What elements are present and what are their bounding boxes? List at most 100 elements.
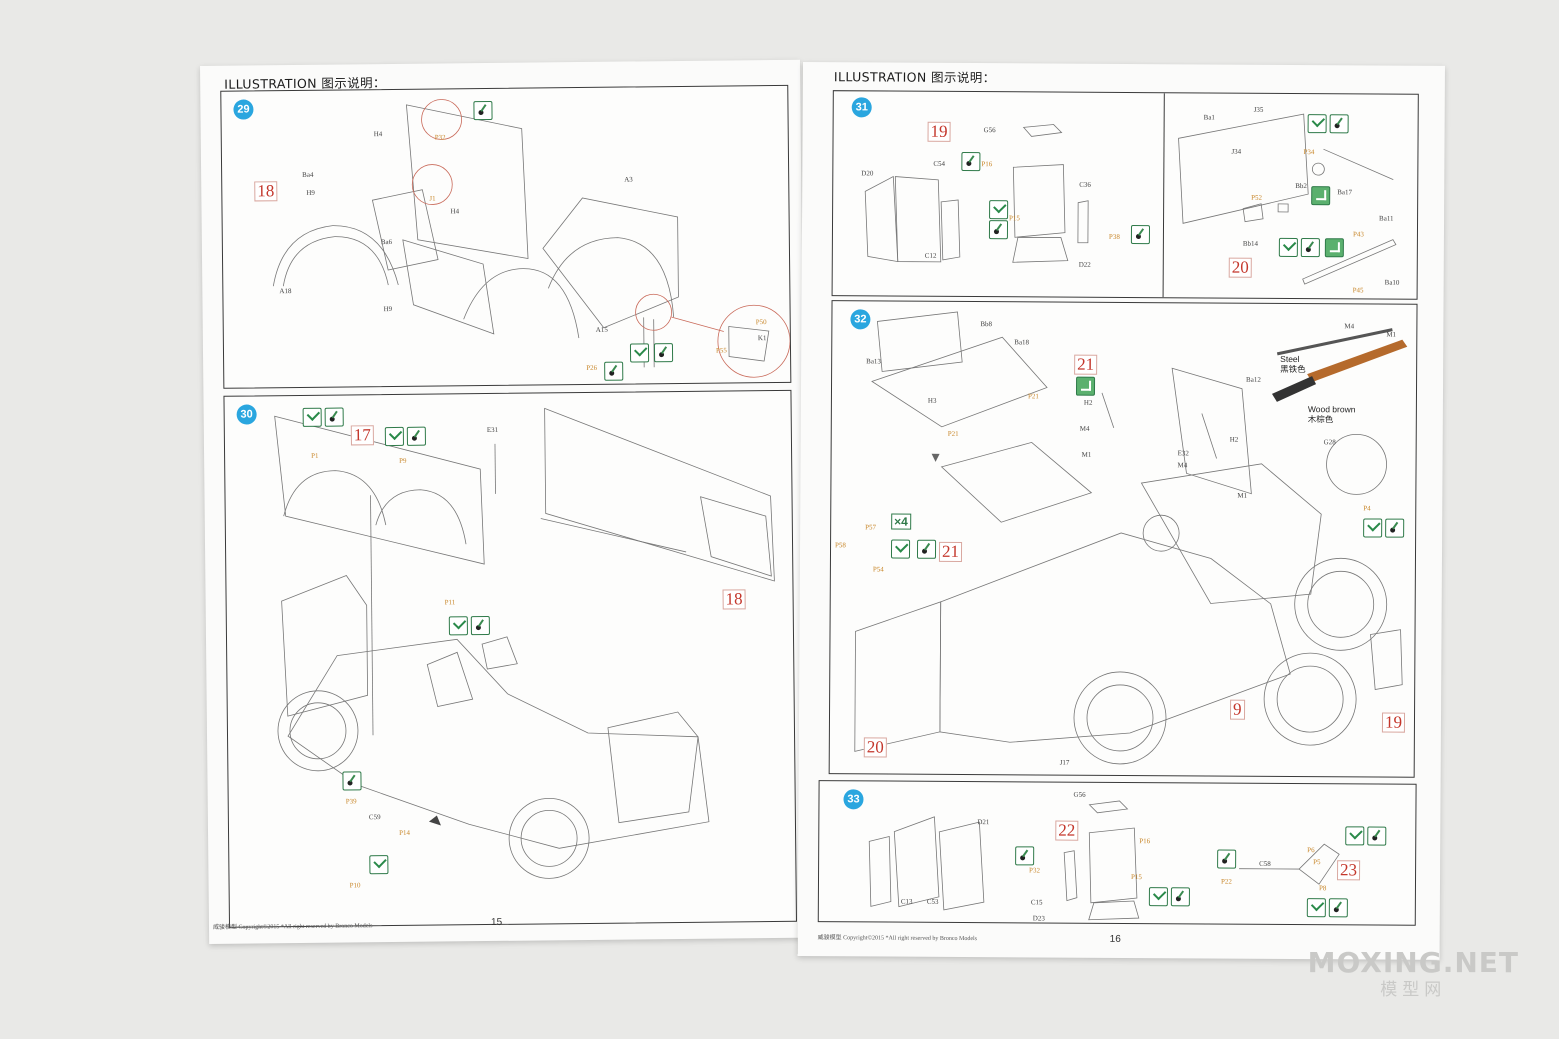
- glue-icon: [1307, 114, 1327, 134]
- part-label: P57: [865, 523, 877, 532]
- part-label: Bb14: [1242, 239, 1259, 248]
- part-label: P15: [1131, 873, 1142, 882]
- glue-icon: [989, 200, 1009, 220]
- glue-icon: [302, 407, 322, 427]
- part-label: H3: [927, 396, 937, 405]
- part-label: A15: [595, 325, 608, 334]
- step-number-badge: 31: [851, 97, 872, 118]
- page-reference: 17: [350, 425, 374, 446]
- paint-icon: [1300, 238, 1320, 258]
- paint-icon: [1385, 518, 1405, 538]
- part-label: A3: [624, 175, 633, 184]
- part-label: P26: [586, 363, 598, 372]
- page-reference: 19: [927, 121, 951, 142]
- glue-icon: [1363, 518, 1383, 538]
- step-33-drawing: [868, 800, 1340, 921]
- paint-icon: [916, 539, 937, 559]
- part-label: P58: [835, 541, 846, 550]
- paint-icon: [473, 100, 493, 121]
- part-label: M1: [1081, 450, 1092, 459]
- page-reference: 21: [1074, 354, 1098, 375]
- part-label: P50: [755, 318, 767, 327]
- left-page: ILLUSTRATION 图示说明： 29 18: [200, 59, 810, 944]
- part-label: P52: [1251, 193, 1263, 202]
- part-label: C53: [926, 897, 939, 906]
- part-label: G56: [1073, 790, 1086, 799]
- quantity-multiplier: ×4: [891, 513, 911, 530]
- part-label: Bb2: [1295, 182, 1307, 191]
- part-label: C12: [924, 251, 937, 260]
- right-page: ILLUSTRATION 图示说明： 31 19 20 G56: [797, 62, 1445, 960]
- step-number-badge: 29: [233, 99, 254, 120]
- part-label: P6: [1307, 846, 1315, 855]
- part-label: Ba4: [302, 170, 314, 179]
- paint-icon: [604, 361, 624, 381]
- part-label: M1: [1237, 491, 1248, 500]
- part-label: P34: [1303, 148, 1315, 157]
- paint-note-cn: 木棕色: [1307, 414, 1334, 425]
- part-label: H4: [450, 207, 460, 216]
- step-29-drawing: [272, 99, 791, 378]
- part-label: H2: [1083, 398, 1093, 407]
- part-label: P22: [1220, 877, 1232, 886]
- part-label: P15: [1009, 214, 1020, 223]
- part-label: C58: [1259, 859, 1271, 868]
- watermark-main: MOXING.NET: [1307, 946, 1519, 979]
- part-label: H9: [306, 188, 315, 197]
- glue-icon: [1345, 826, 1365, 846]
- part-label: P5: [1313, 858, 1321, 867]
- part-label: C15: [1030, 898, 1043, 907]
- part-label: G28: [1323, 438, 1336, 447]
- paint-icon: [324, 407, 344, 427]
- glue-icon: [384, 426, 404, 447]
- part-label: Ba10: [1384, 278, 1400, 287]
- paint-icon: [406, 426, 426, 446]
- part-label: D23: [1032, 914, 1045, 923]
- part-label: J1: [429, 194, 436, 203]
- part-label: P54: [872, 565, 884, 574]
- paint-note-wood-brown: Wood brown 木棕色: [1308, 404, 1356, 424]
- page-reference: 18: [254, 181, 278, 202]
- part-label: H4: [373, 130, 383, 139]
- paint-icon: [342, 771, 362, 791]
- part-label: P8: [1318, 884, 1327, 893]
- part-label: D22: [1078, 260, 1091, 269]
- part-label: E32: [1177, 449, 1189, 458]
- part-label: Bb8: [980, 320, 993, 329]
- step-31-drawing: [864, 113, 1397, 285]
- paint-note-cn: 黑铁色: [1280, 363, 1306, 375]
- paint-icon: [1328, 898, 1348, 918]
- glue-icon: [1278, 237, 1298, 258]
- part-label: P39: [345, 797, 357, 806]
- step-number-badge: 30: [236, 404, 257, 425]
- glue-icon: [629, 343, 650, 363]
- part-label: K1: [757, 334, 767, 343]
- paint-icon: [470, 615, 490, 636]
- step-30-drawing: [274, 407, 775, 879]
- glue-icon: [369, 855, 389, 875]
- part-label: D21: [977, 818, 990, 827]
- copyright-footer: 威骏模型 Copyright©2015 *All right reserved …: [817, 935, 978, 943]
- paint-icon: [1217, 849, 1237, 869]
- part-label: P4: [1363, 504, 1371, 513]
- part-label: P32: [434, 133, 446, 142]
- part-label: Ba13: [866, 357, 881, 366]
- step-29-panel: 29 18 H4 Ba4 H9 H4 Ba6 A3 A18 H9 A15 P26…: [220, 84, 792, 389]
- part-label: Ba12: [1246, 375, 1261, 384]
- part-label: P1: [311, 451, 319, 460]
- page-reference: 22: [1055, 820, 1079, 841]
- part-label: M4: [1344, 322, 1355, 331]
- page-reference: 20: [863, 737, 887, 758]
- paint-icon: [1015, 846, 1035, 866]
- page-number: 15: [490, 916, 503, 928]
- cut-icon: [1324, 238, 1344, 258]
- part-label: J17: [1059, 758, 1070, 767]
- part-label: M4: [1079, 424, 1090, 433]
- part-label: P16: [1139, 837, 1151, 846]
- part-label: P11: [444, 598, 456, 607]
- paint-icon: [1329, 114, 1349, 134]
- part-label: P43: [1352, 230, 1364, 239]
- glue-icon: [890, 539, 911, 559]
- paint-icon: [1367, 826, 1387, 846]
- step-32-drawing: [854, 311, 1408, 765]
